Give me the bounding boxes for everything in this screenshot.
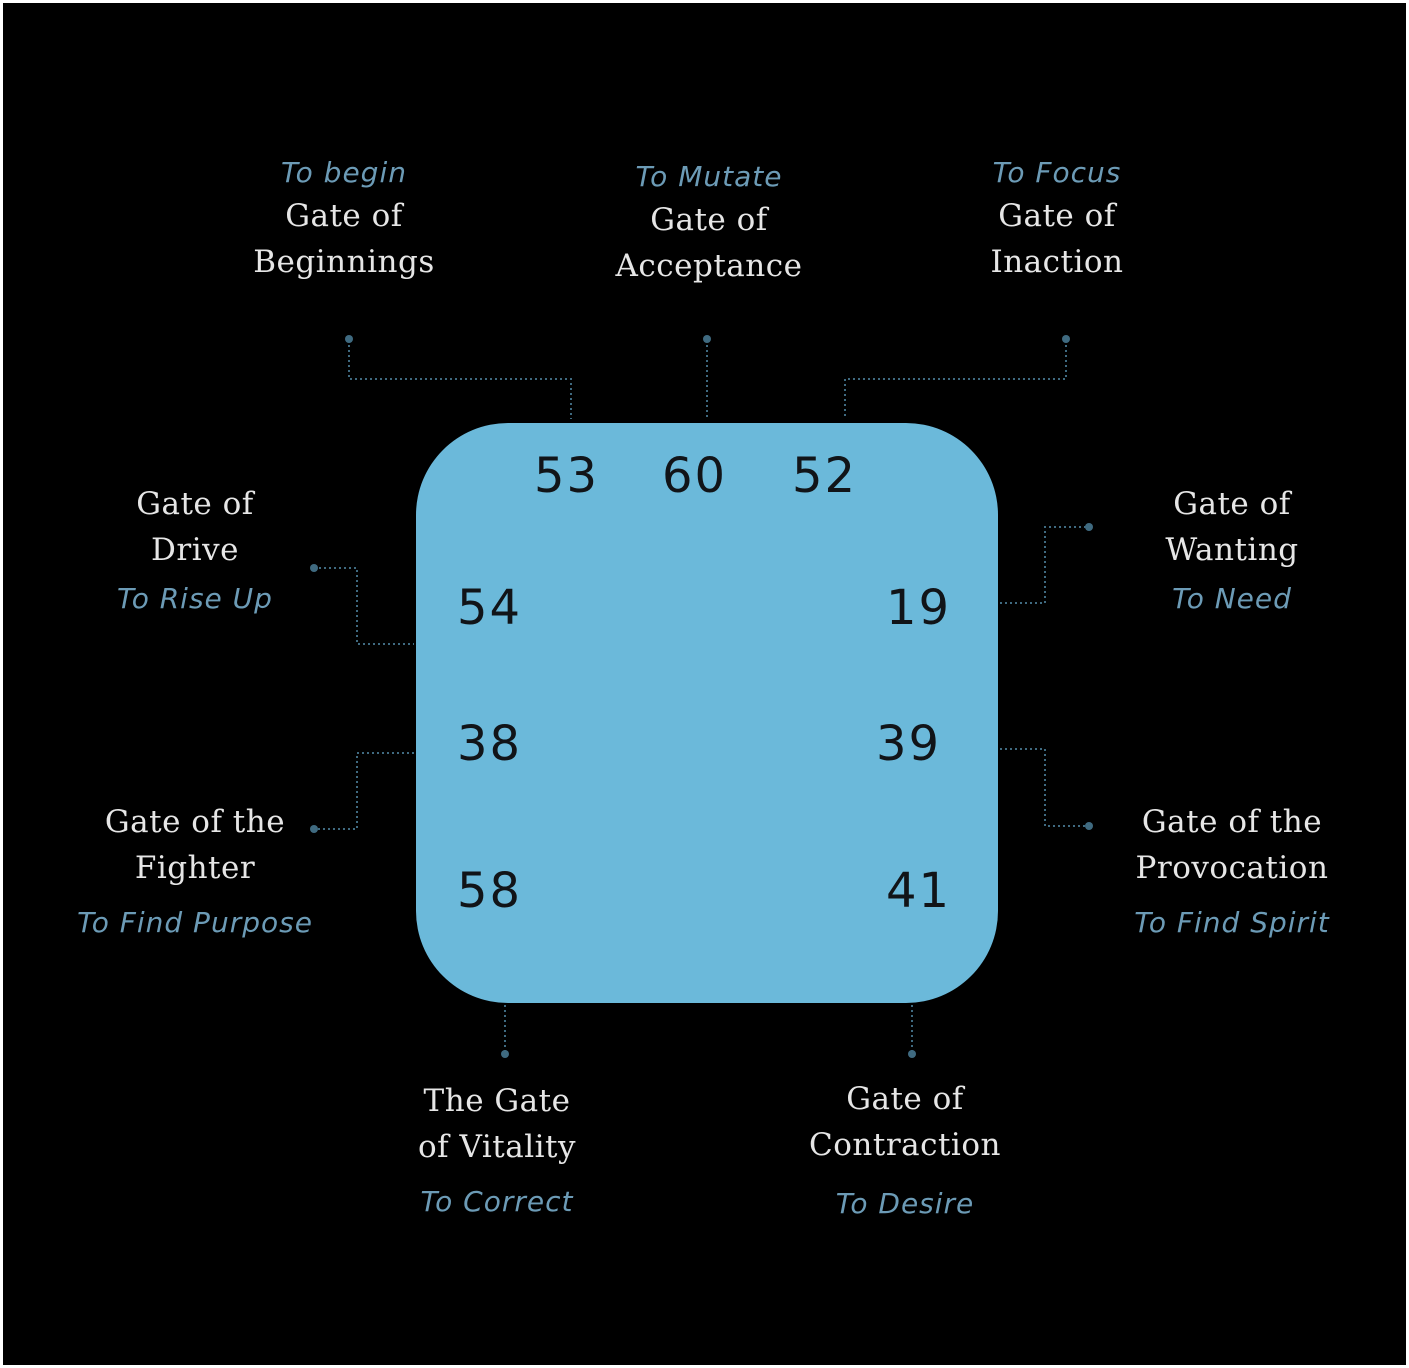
gate-verb-54: To Rise Up (117, 582, 273, 615)
gate-verb-52: To Focus (992, 156, 1122, 189)
connector-39 (1000, 748, 1089, 827)
gate-name-38-line2: Fighter (134, 850, 256, 886)
gate-verb-38: To Find Purpose (77, 906, 313, 939)
gate-name-39-line1: Gate of the (1141, 804, 1323, 840)
gate-number-60: 60 (662, 448, 728, 504)
gate-name-39-line2: Provocation (1135, 850, 1329, 886)
gate-name-38-line1: Gate of the (104, 804, 286, 840)
connector-dot-41 (908, 1050, 916, 1058)
connector-53 (348, 340, 572, 419)
gate-name-52-line1: Gate of (998, 198, 1116, 234)
gate-label-39: Gate of the Provocation To Find Spirit (1134, 799, 1330, 943)
connector-dot-58 (501, 1050, 509, 1058)
gate-label-60: To Mutate Gate of Acceptance (616, 157, 803, 289)
gate-label-54: Gate of Drive To Rise Up (117, 481, 273, 619)
gate-number-53: 53 (534, 448, 600, 504)
gate-name-41-line1: Gate of (846, 1081, 964, 1117)
connector-38 (314, 752, 414, 830)
gate-verb-41: To Desire (835, 1187, 975, 1220)
gate-label-58: The Gate of Vitality To Correct (418, 1078, 576, 1222)
gate-label-19: Gate of Wanting To Need (1165, 481, 1298, 619)
gate-name-19-line1: Gate of (1173, 486, 1291, 522)
gate-name-58-line2: of Vitality (418, 1129, 576, 1165)
gate-verb-19: To Need (1172, 582, 1292, 615)
connector-54 (314, 567, 414, 645)
gate-name-19-line2: Wanting (1165, 532, 1299, 568)
connector-dot-53 (345, 335, 353, 343)
gate-label-38: Gate of the Fighter To Find Purpose (77, 799, 313, 943)
connector-dot-19 (1085, 523, 1093, 531)
connector-19 (1000, 526, 1089, 604)
connector-52 (844, 340, 1067, 419)
gate-name-53-line2: Beginnings (253, 244, 435, 280)
gate-name-58-line1: The Gate (423, 1083, 571, 1119)
gate-label-41: Gate of Contraction To Desire (809, 1076, 1001, 1224)
gate-number-58: 58 (457, 863, 523, 919)
gate-name-53-line1: Gate of (285, 198, 403, 234)
connector-dot-52 (1062, 335, 1070, 343)
gate-verb-53: To begin (281, 156, 407, 189)
gate-label-52: To Focus Gate of Inaction (990, 153, 1123, 285)
gate-label-53: To begin Gate of Beginnings (253, 153, 434, 285)
gate-name-54-line2: Drive (151, 532, 239, 568)
gate-number-38: 38 (457, 716, 523, 772)
connector-dot-54 (310, 564, 318, 572)
gate-name-60-line2: Acceptance (615, 248, 803, 284)
gate-name-52-line2: Inaction (990, 244, 1124, 280)
sacral-center-box (416, 423, 998, 1003)
gate-verb-58: To Correct (420, 1185, 574, 1218)
gate-number-52: 52 (792, 448, 858, 504)
gate-number-19: 19 (886, 580, 952, 636)
connector-dot-60 (703, 335, 711, 343)
connector-dot-38 (310, 825, 318, 833)
gate-name-41-line2: Contraction (809, 1127, 1001, 1163)
gate-verb-39: To Find Spirit (1134, 906, 1330, 939)
gate-verb-60: To Mutate (635, 160, 783, 193)
connector-dot-39 (1085, 822, 1093, 830)
gate-number-41: 41 (886, 863, 952, 919)
gate-name-60-line1: Gate of (650, 202, 768, 238)
gate-number-39: 39 (876, 716, 942, 772)
gate-number-54: 54 (457, 580, 523, 636)
gate-name-54-line1: Gate of (136, 486, 254, 522)
